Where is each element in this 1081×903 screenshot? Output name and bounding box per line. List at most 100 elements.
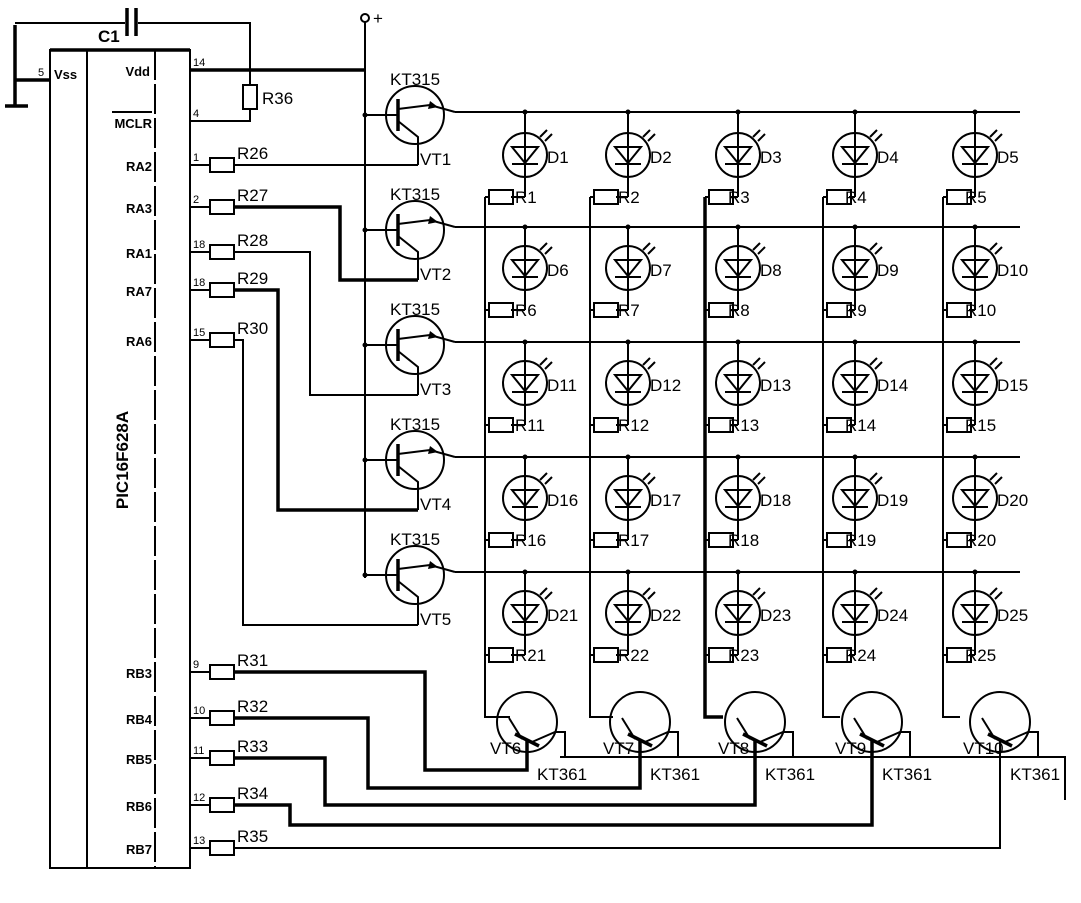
wire: [234, 251, 418, 396]
led-label: D6: [547, 261, 569, 280]
pin-number: 13: [193, 835, 205, 847]
pin-name: RB6: [126, 799, 152, 814]
wire: [234, 740, 757, 807]
wire: [508, 717, 523, 740]
transistor-label: VT10: [963, 739, 1004, 758]
wire: [989, 242, 998, 251]
pin-name: MCLR: [114, 116, 152, 131]
junction-dot: [735, 339, 741, 345]
wire: [397, 235, 419, 280]
wire: [869, 129, 878, 138]
resistor-label: R10: [965, 301, 996, 320]
resistor-body: [209, 750, 235, 766]
wire: [874, 246, 883, 255]
resistor-label: R9: [845, 301, 867, 320]
wire: [397, 563, 456, 573]
led-label: D25: [997, 606, 1028, 625]
junction-dot: [972, 454, 978, 460]
wire: [822, 197, 840, 718]
junction-dot: [735, 109, 741, 115]
transistor-label: VT1: [420, 150, 451, 169]
resistor-body: [488, 189, 514, 205]
wire: [397, 465, 419, 510]
junction-dot: [852, 454, 858, 460]
wire: [397, 333, 456, 343]
column-bus: [942, 197, 960, 718]
wire: [874, 133, 883, 142]
pin-number: 9: [193, 659, 199, 671]
wire: [642, 587, 651, 596]
resistor-body: [242, 84, 258, 110]
wire: [539, 587, 548, 596]
junction-dot: [625, 224, 631, 230]
led-label: D10: [997, 261, 1028, 280]
emitter-arrow: [428, 331, 438, 339]
wire: [874, 476, 883, 485]
junction-dot: [852, 224, 858, 230]
led-label: D21: [547, 606, 578, 625]
transistor-label: VT4: [420, 495, 451, 514]
wire: [138, 22, 251, 85]
resistor-label: R4: [845, 188, 867, 207]
junction-dot: [362, 457, 368, 463]
resistor-label: R25: [965, 646, 996, 665]
supply-label: +: [373, 9, 383, 28]
resistor-label: R23: [728, 646, 759, 665]
pin-name: RA6: [126, 334, 152, 349]
supply-terminal: [360, 13, 370, 23]
wire: [234, 205, 418, 282]
capacitor-label: C1: [98, 27, 120, 46]
pin-number: 14: [193, 57, 205, 69]
wire: [397, 103, 456, 113]
wire: [736, 717, 751, 740]
resistor-label: R6: [515, 301, 537, 320]
led-label: D17: [650, 491, 681, 510]
junction-dot: [522, 569, 528, 575]
resistor-label: R29: [237, 269, 268, 288]
junction-dot: [735, 224, 741, 230]
resistor-body: [488, 302, 514, 318]
junction-dot: [972, 109, 978, 115]
transistor-label: VT7: [603, 739, 634, 758]
wire: [647, 591, 656, 600]
wire: [994, 361, 1003, 370]
resistor-label: R15: [965, 416, 996, 435]
wire: [234, 670, 529, 772]
resistor-body: [593, 647, 619, 663]
wire: [560, 756, 1066, 800]
pin-name: RB4: [126, 712, 153, 727]
pin-name: RB3: [126, 666, 152, 681]
resistor-label: R18: [728, 531, 759, 550]
wire: [642, 357, 651, 366]
resistor-body: [209, 710, 235, 726]
resistor-label: R22: [618, 646, 649, 665]
resistor-label: R27: [237, 186, 268, 205]
resistor-label: R12: [618, 416, 649, 435]
wire: [397, 350, 419, 395]
resistor-body: [488, 417, 514, 433]
wire: [647, 476, 656, 485]
resistor-label: R35: [237, 827, 268, 846]
wire: [757, 133, 766, 142]
wire: [642, 472, 651, 481]
resistor-label: R34: [237, 784, 268, 803]
chip-name: PIC16F628A: [113, 411, 132, 509]
wire: [539, 242, 548, 251]
transistor-type: KT361: [650, 765, 700, 784]
